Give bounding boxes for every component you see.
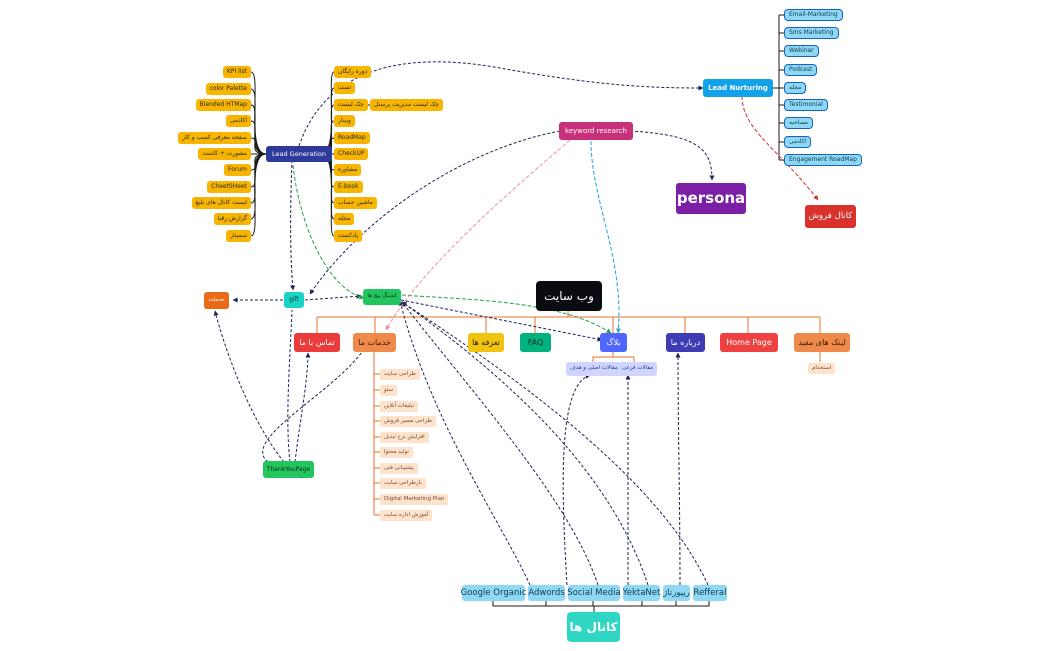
leadgen-left-item[interactable]: Forum: [223, 164, 251, 176]
keyword-to-blog-link: [590, 140, 621, 334]
leadgen-left-item[interactable]: color Palette: [205, 83, 251, 95]
website-node[interactable]: وب سایت: [536, 281, 602, 311]
leadgen-right-item[interactable]: مشاوره: [334, 164, 362, 176]
channel-item[interactable]: YektaNet: [623, 585, 660, 601]
lead-nurturing-branches: [773, 14, 784, 161]
page-about[interactable]: درباره ما: [666, 333, 705, 352]
service-item[interactable]: Digital Marketing Plan: [380, 494, 449, 505]
service-item[interactable]: افزایش نرخ تبدیل: [380, 432, 429, 443]
leadgen-left-item[interactable]: CheetSHeet: [207, 181, 251, 193]
service-item[interactable]: پشتیبانی فنی: [380, 463, 418, 474]
sales-channel-node[interactable]: کانال فروش: [805, 205, 856, 228]
page-useful-links[interactable]: لینک های مفید: [794, 333, 850, 352]
leadgen-left-item[interactable]: صفحه معرفی کسب و کار: [178, 132, 251, 144]
keyword-to-services-link: [385, 139, 571, 331]
nurturing-item[interactable]: مجله: [784, 82, 807, 94]
nurturing-item[interactable]: اکادمی: [784, 136, 812, 148]
service-item[interactable]: طراحی مسیر فروش: [380, 416, 437, 427]
leadgen-right-item[interactable]: ماشین حساب: [334, 197, 377, 209]
nurturing-item[interactable]: مصاحبه: [784, 117, 813, 129]
leadgen-right-item[interactable]: پادکست: [334, 230, 363, 242]
keyword-research-node[interactable]: keyword research: [559, 122, 633, 140]
channels-node[interactable]: کانال ها: [567, 612, 620, 642]
website-tree: [316, 311, 821, 516]
leadgen-right-item[interactable]: چک لیست: [334, 99, 368, 111]
blog-sub-item[interactable]: مقالات فرعی: [618, 362, 657, 376]
services-hub-node[interactable]: خدمات: [204, 292, 229, 309]
nurturing-item[interactable]: Testimonial: [784, 99, 828, 111]
nurturing-item[interactable]: Sms Marketing: [784, 27, 839, 39]
dashed-relations: [213, 61, 715, 586]
channels-bracket: [492, 601, 710, 612]
gift-node[interactable]: gift: [284, 292, 304, 308]
service-item[interactable]: تبلیغات آنلاین: [380, 401, 418, 412]
page-blog[interactable]: بلاگ: [600, 333, 627, 352]
channel-item[interactable]: Social Media: [567, 585, 621, 601]
leadgen-left-item[interactable]: Blended HTMap: [195, 99, 251, 111]
leadgen-right-item[interactable]: دوره رایگان: [334, 66, 372, 78]
landing-to-blog-link: [401, 294, 612, 334]
page-contact[interactable]: تماس با ما: [294, 333, 340, 352]
nurturing-item[interactable]: Webinar: [784, 45, 819, 57]
leadgen-left-item[interactable]: لیست کانال های تلیغ: [191, 197, 251, 209]
service-item[interactable]: بازطراحی سایت: [380, 478, 426, 489]
leadgen-sub-item[interactable]: چک لیست مدیریت پرسنل: [370, 99, 443, 111]
landing-pages-node[interactable]: لندینگ پیج ها: [363, 289, 401, 305]
channel-item[interactable]: Adwords: [528, 585, 565, 601]
thankyou-page-node[interactable]: ThankYouPage: [263, 461, 314, 478]
blog-sub-item[interactable]: مقالات اصلی و هدف: [566, 362, 622, 376]
channel-item[interactable]: Refferal: [693, 585, 727, 601]
leadgen-left-item[interactable]: سمینار: [226, 230, 251, 242]
leadgen-right-item[interactable]: CheckUP: [334, 148, 369, 160]
leadgen-right-item[interactable]: RoadMap: [334, 132, 370, 144]
service-item[interactable]: آموزش اداره سایت: [380, 510, 433, 521]
channel-item[interactable]: Google Organic: [461, 585, 526, 601]
leadgen-right-item[interactable]: مجله: [334, 213, 355, 225]
page-home[interactable]: Home Page: [720, 333, 778, 352]
leadgen-right-item[interactable]: وبینار: [334, 115, 355, 127]
leadgen-left-item[interactable]: مشورت + کامنت: [198, 148, 251, 160]
page-faq[interactable]: FAQ: [520, 333, 551, 352]
lead-nurturing-node[interactable]: Lead Nurturing: [703, 79, 773, 97]
nurturing-to-sales-link: [741, 95, 819, 201]
service-item[interactable]: سئو: [380, 385, 398, 396]
page-services[interactable]: خدمات ما: [353, 333, 396, 352]
leadgen-to-landing-link: [292, 164, 365, 300]
persona-node[interactable]: persona: [676, 183, 746, 214]
leadgen-right-item[interactable]: E-book: [334, 181, 363, 193]
nurturing-item[interactable]: Podcast: [784, 64, 818, 76]
leadgen-left-item[interactable]: اکادمی: [225, 115, 251, 127]
service-item[interactable]: تولید محتوا: [380, 447, 413, 458]
leadgen-left-item[interactable]: KPI list: [222, 66, 251, 78]
leadgen-left-item[interactable]: گزارش رقبا: [213, 213, 251, 225]
nurturing-item[interactable]: Engagement RoadMap: [784, 154, 862, 166]
lead-generation-node[interactable]: Lead Generation: [266, 146, 332, 162]
service-item[interactable]: طراحی سایت: [380, 369, 420, 380]
links-sub-item[interactable]: استخدام: [808, 363, 836, 374]
channel-item[interactable]: ریپورتاژ: [663, 585, 690, 601]
leadgen-right-item[interactable]: تست: [334, 82, 355, 94]
page-pricing[interactable]: تعرفه ها: [468, 333, 504, 352]
nurturing-item[interactable]: Email-Marketing: [784, 9, 843, 21]
